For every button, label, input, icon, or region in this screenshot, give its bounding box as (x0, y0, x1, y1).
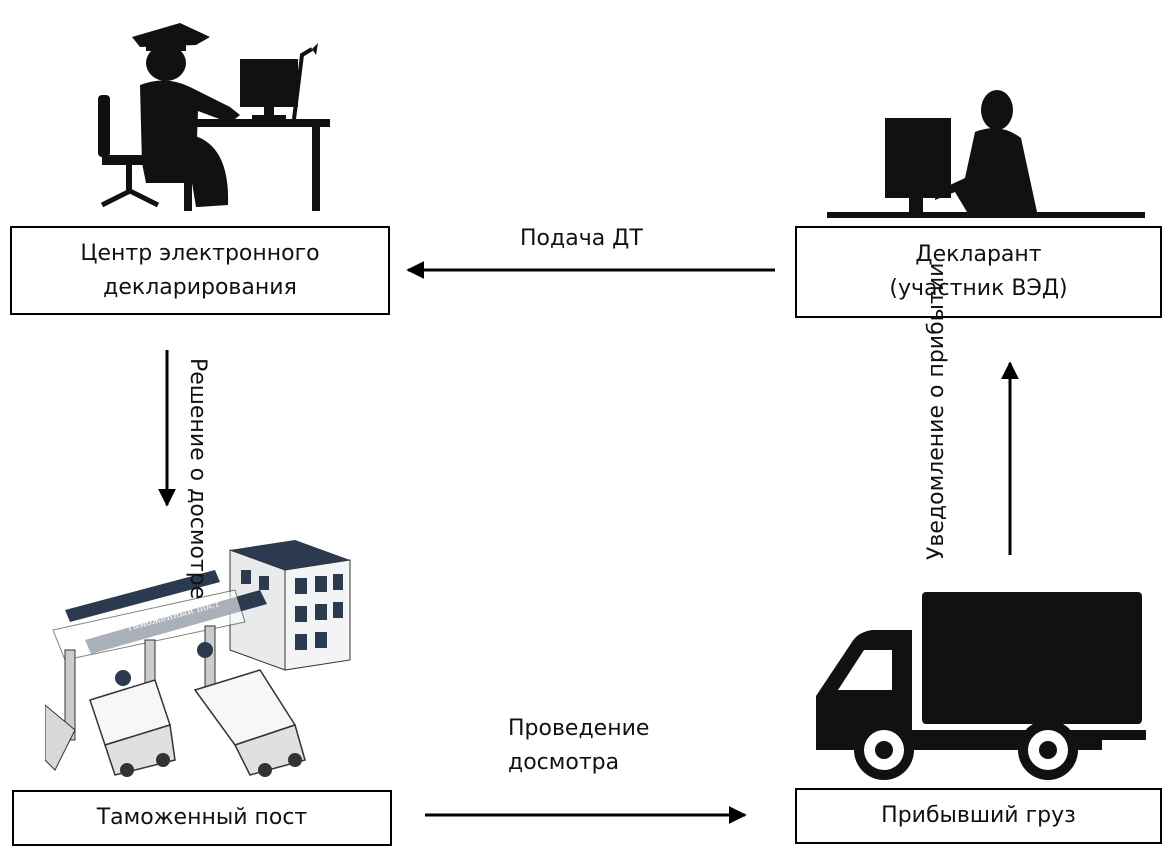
node-declarant: Декларант (участник ВЭД) (795, 226, 1162, 318)
declarant-at-computer-icon (827, 90, 1145, 218)
officer-at-desk-icon (98, 23, 330, 211)
edge-decision-line1: Решение о (185, 358, 210, 482)
node-customs-post: Таможенный пост (12, 790, 392, 846)
edge-notify-line2: о прибытии (924, 262, 949, 398)
node-declarant-line1: Декларант (915, 242, 1042, 267)
customs-post-building-icon: Таможенный пост (45, 540, 351, 777)
edge-notify-line1: Уведомление (924, 405, 949, 560)
node-center-line2: декларирования (103, 274, 297, 300)
edge-decision-line2: досмотре (185, 488, 210, 600)
node-cargo: Прибывший груз (795, 788, 1162, 844)
truck-icon (816, 592, 1146, 780)
edge-inspect-line1: Проведение (508, 716, 650, 741)
edge-inspect-line2: досмотра (508, 750, 620, 775)
edge-notify-label: Уведомление о прибытии (922, 263, 952, 560)
edge-decision-label: Решение о досмотре (182, 358, 212, 599)
edge-submit-label: Подача ДТ (520, 226, 643, 251)
node-center-line1: Центр электронного (80, 240, 320, 266)
node-declarant-line2: (участник ВЭД) (889, 276, 1068, 301)
edge-inspect-label: Проведение досмотра (508, 712, 649, 780)
node-customs-post-label: Таможенный пост (96, 805, 308, 830)
node-center: Центр электронного декларирования (10, 226, 390, 315)
node-cargo-label: Прибывший груз (881, 803, 1076, 828)
